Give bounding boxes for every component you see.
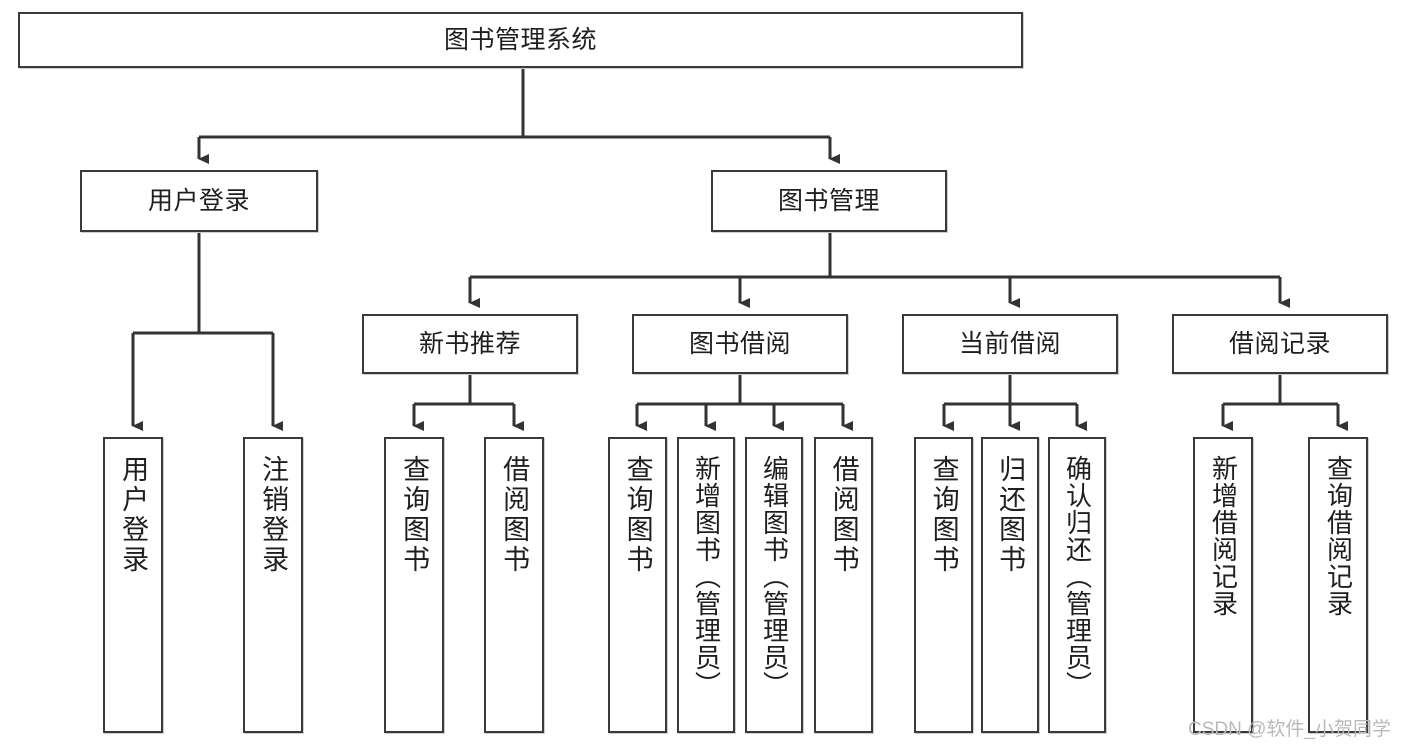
node-label: 借阅记录 [1228, 329, 1331, 358]
node-label: 用户登录 [118, 455, 149, 575]
leaf-user-login-login[interactable]: 用户登录 [103, 437, 163, 733]
leaf-book-borrow-edit[interactable]: 编辑图书（管理员） [745, 437, 803, 733]
node-label: 借阅图书 [499, 455, 530, 575]
node-label: 归还图书 [995, 455, 1026, 575]
leaf-borrow-record-query[interactable]: 查询借阅记录 [1308, 437, 1368, 733]
leaf-current-borrow-return[interactable]: 归还图书 [981, 437, 1039, 733]
node-new-book-recommend[interactable]: 新书推荐 [362, 314, 578, 374]
node-label: 图书借阅 [688, 329, 791, 358]
leaf-user-login-logout[interactable]: 注销登录 [243, 437, 303, 733]
node-book-management[interactable]: 图书管理 [711, 170, 947, 232]
node-label: 用户登录 [147, 186, 250, 215]
leaf-new-book-query[interactable]: 查询图书 [384, 437, 444, 733]
leaf-current-borrow-confirm-return[interactable]: 确认归还（管理员） [1048, 437, 1106, 733]
node-label: 确认归还（管理员） [1062, 455, 1093, 698]
node-root-system[interactable]: 图书管理系统 [18, 12, 1023, 68]
node-label: 图书管理系统 [443, 25, 597, 54]
leaf-current-borrow-query[interactable]: 查询图书 [914, 437, 973, 733]
leaf-book-borrow-borrow[interactable]: 借阅图书 [814, 437, 873, 733]
leaf-new-book-borrow[interactable]: 借阅图书 [484, 437, 544, 733]
node-label: 新增借阅记录 [1208, 455, 1239, 617]
node-label: 注销登录 [258, 455, 289, 575]
node-label: 查询图书 [622, 455, 653, 575]
node-label: 查询图书 [928, 455, 959, 575]
node-label: 图书管理 [777, 186, 880, 215]
node-user-login[interactable]: 用户登录 [80, 170, 318, 232]
leaf-book-borrow-add[interactable]: 新增图书（管理员） [677, 437, 735, 733]
node-current-borrow[interactable]: 当前借阅 [902, 314, 1118, 374]
node-label: 查询图书 [399, 455, 430, 575]
leaf-borrow-record-add[interactable]: 新增借阅记录 [1193, 437, 1253, 733]
node-book-borrow[interactable]: 图书借阅 [632, 314, 848, 374]
node-borrow-record[interactable]: 借阅记录 [1172, 314, 1388, 374]
node-label: 新书推荐 [418, 329, 521, 358]
node-label: 新增图书（管理员） [691, 455, 722, 698]
node-label: 当前借阅 [958, 329, 1061, 358]
node-label: 借阅图书 [828, 455, 859, 575]
node-label: 编辑图书（管理员） [759, 455, 790, 698]
node-label: 查询借阅记录 [1323, 455, 1354, 617]
leaf-book-borrow-query[interactable]: 查询图书 [608, 437, 667, 733]
